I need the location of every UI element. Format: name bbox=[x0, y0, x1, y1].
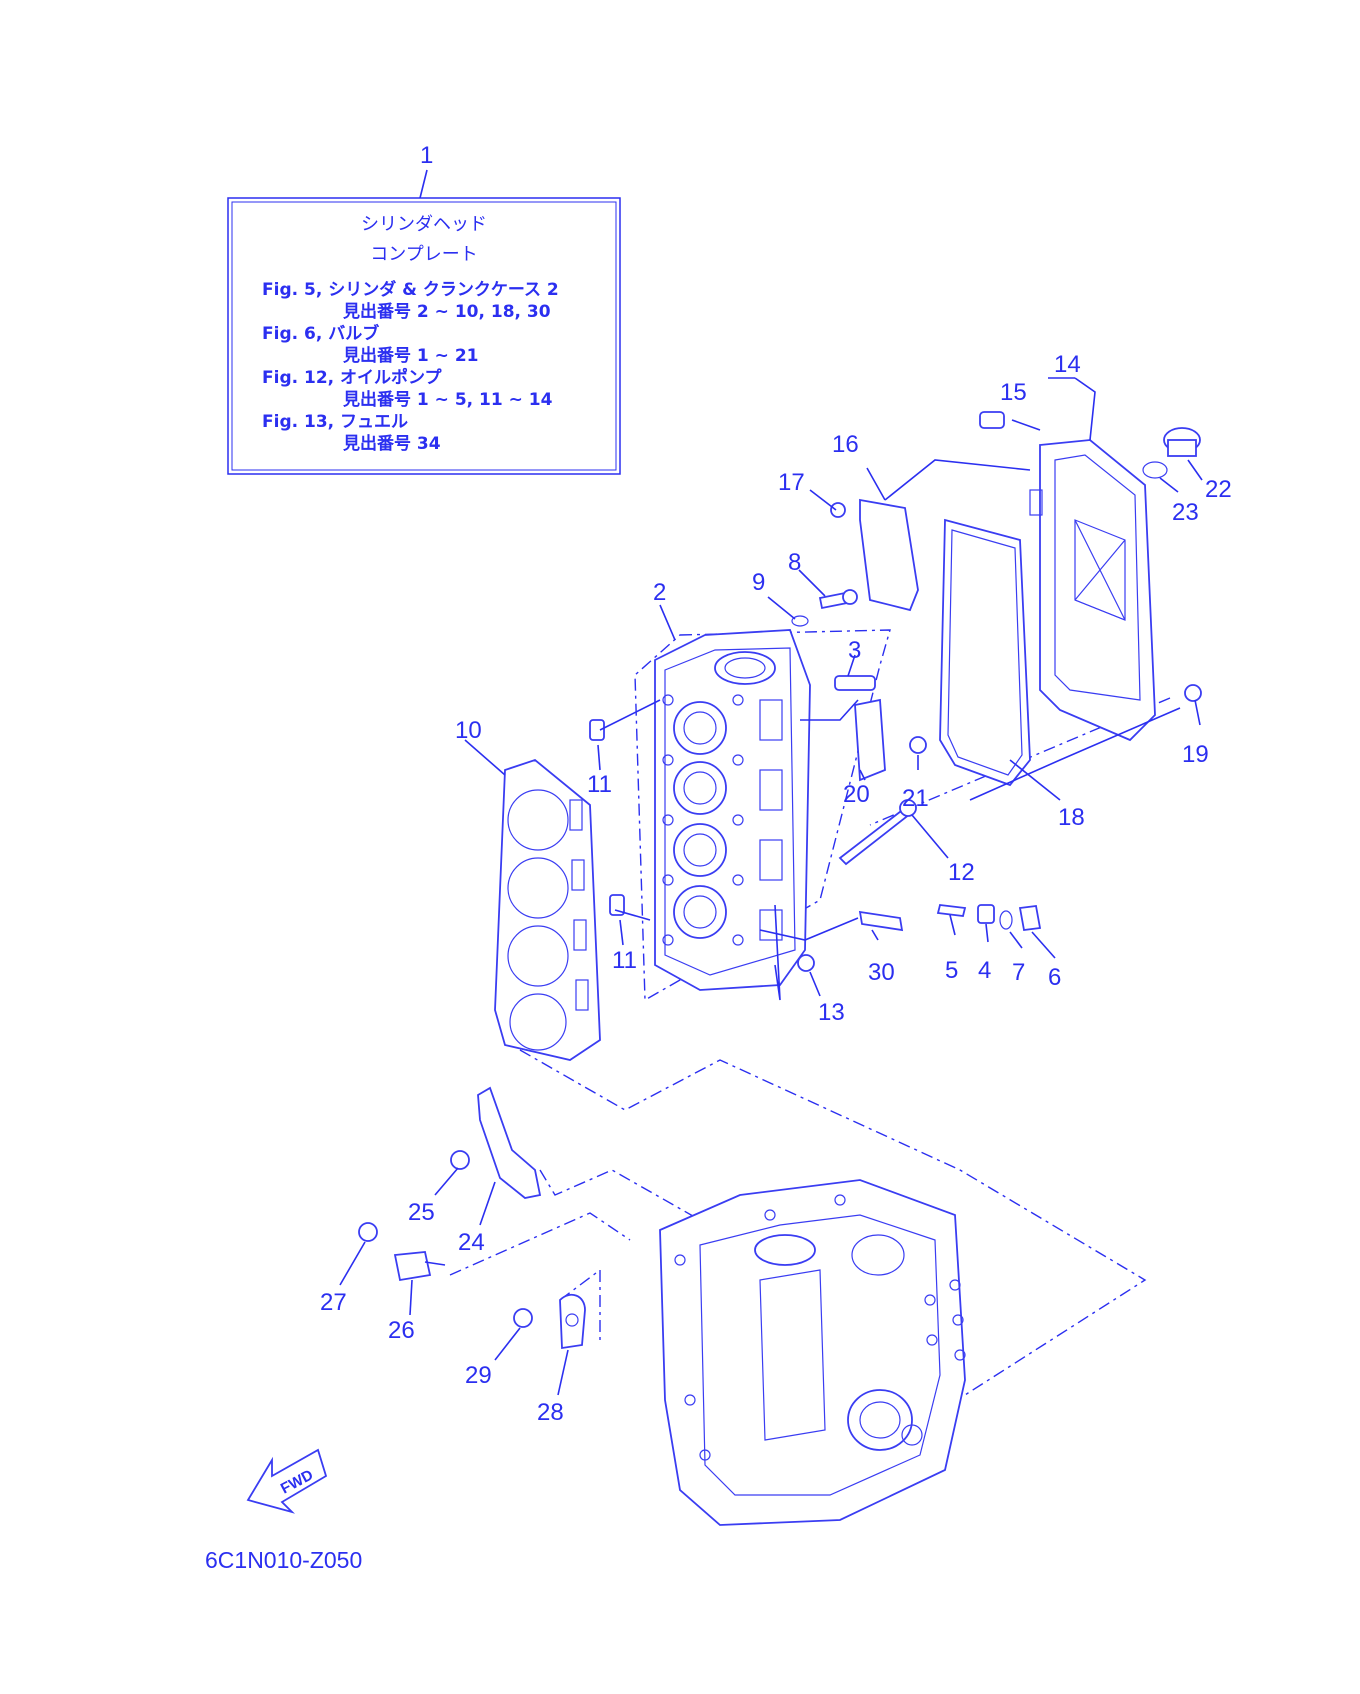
callout-30[interactable]: 30 bbox=[868, 959, 895, 986]
callout-7[interactable]: 7 bbox=[1012, 959, 1025, 986]
bracket-24 bbox=[477, 1086, 542, 1199]
fwd-arrow-icon: FWD bbox=[246, 1448, 328, 1514]
bolt-27 bbox=[358, 1222, 378, 1242]
cylinder-head bbox=[654, 629, 811, 991]
bolt-13 bbox=[797, 954, 815, 972]
callout-25[interactable]: 25 bbox=[408, 1199, 435, 1226]
bolt-5 bbox=[936, 904, 967, 917]
callout-13[interactable]: 13 bbox=[818, 999, 845, 1026]
callout-24[interactable]: 24 bbox=[458, 1229, 485, 1256]
o-ring-7 bbox=[999, 910, 1013, 930]
bolt-21 bbox=[909, 736, 927, 754]
callout-16[interactable]: 16 bbox=[832, 431, 859, 458]
diagram-code: 6C1N010-Z050 bbox=[205, 1547, 362, 1573]
collar-4 bbox=[977, 904, 995, 924]
info-line-fig13-items: 見出番号 34 bbox=[342, 433, 441, 454]
callout-12[interactable]: 12 bbox=[948, 859, 975, 886]
callout-11a[interactable]: 11 bbox=[587, 771, 612, 798]
bolt-25 bbox=[450, 1150, 470, 1170]
callout-22[interactable]: 22 bbox=[1205, 476, 1232, 503]
info-line-fig6: Fig. 6, バルブ bbox=[262, 323, 379, 344]
callout-6[interactable]: 6 bbox=[1048, 964, 1061, 991]
bolt-19 bbox=[1184, 684, 1202, 702]
callout-10[interactable]: 10 bbox=[455, 717, 482, 744]
plug-6 bbox=[1018, 905, 1042, 931]
callout-8[interactable]: 8 bbox=[788, 549, 801, 576]
callout-18[interactable]: 18 bbox=[1058, 804, 1085, 831]
callout-28[interactable]: 28 bbox=[537, 1399, 564, 1426]
info-line-fig5-items: 見出番号 2 ~ 10, 18, 30 bbox=[342, 301, 551, 322]
callout-17[interactable]: 17 bbox=[778, 469, 805, 496]
callout-26[interactable]: 26 bbox=[388, 1317, 415, 1344]
sensor-26 bbox=[393, 1251, 432, 1282]
pin-11a bbox=[589, 719, 605, 741]
o-ring-23 bbox=[1142, 461, 1168, 479]
callout-15[interactable]: 15 bbox=[1000, 379, 1027, 406]
washer-9 bbox=[791, 615, 809, 627]
callout-3[interactable]: 3 bbox=[848, 637, 861, 664]
cylinder-block bbox=[659, 1179, 966, 1526]
info-line-fig5: Fig. 5, シリンダ & クランクケース 2 bbox=[262, 279, 559, 300]
info-box: 1 シリンダヘッド コンプレート Fig. 5, シリンダ & クランクケース … bbox=[227, 142, 621, 475]
spark-plug-30 bbox=[858, 910, 904, 932]
head-gasket bbox=[494, 758, 601, 1061]
callout-14[interactable]: 14 bbox=[1054, 351, 1081, 378]
cover-plate bbox=[859, 498, 919, 612]
info-line-fig13: Fig. 13, フュエル bbox=[262, 412, 408, 432]
pin-15 bbox=[979, 411, 1005, 429]
head-cover bbox=[1029, 439, 1156, 742]
cover-gasket bbox=[939, 518, 1031, 787]
callout-19[interactable]: 19 bbox=[1182, 741, 1209, 768]
callout-4[interactable]: 4 bbox=[978, 957, 991, 984]
callout-2[interactable]: 2 bbox=[653, 579, 666, 606]
bolt-29 bbox=[513, 1308, 533, 1328]
bolt-17 bbox=[830, 502, 846, 518]
bolt-12 bbox=[838, 806, 912, 866]
info-line-fig12: Fig. 12, オイルポンプ bbox=[262, 367, 443, 388]
pin-11b bbox=[609, 894, 625, 916]
callout-11b[interactable]: 11 bbox=[612, 947, 637, 974]
info-title-1: シリンダヘッド bbox=[361, 214, 487, 235]
pin-3 bbox=[834, 675, 876, 691]
plate-20 bbox=[854, 698, 886, 782]
callout-27[interactable]: 27 bbox=[320, 1289, 347, 1316]
info-line-fig6-items: 見出番号 1 ~ 21 bbox=[342, 345, 479, 366]
callout-29[interactable]: 29 bbox=[465, 1362, 492, 1389]
plate-28 bbox=[559, 1293, 586, 1350]
callout-1[interactable]: 1 bbox=[420, 142, 433, 169]
callout-5[interactable]: 5 bbox=[945, 957, 958, 984]
callout-21[interactable]: 21 bbox=[902, 785, 929, 812]
callout-23[interactable]: 23 bbox=[1172, 499, 1199, 526]
callout-9[interactable]: 9 bbox=[752, 569, 765, 596]
info-line-fig12-items: 見出番号 1 ~ 5, 11 ~ 14 bbox=[342, 389, 553, 410]
callout-20[interactable]: 20 bbox=[843, 781, 870, 808]
info-title-2: コンプレート bbox=[370, 244, 477, 265]
